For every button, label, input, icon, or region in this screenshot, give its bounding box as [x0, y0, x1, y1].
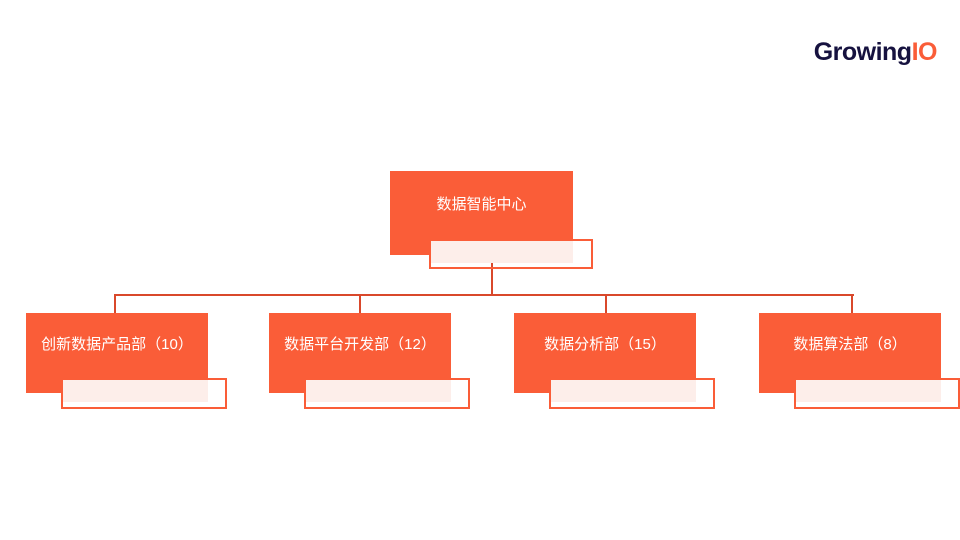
org-node-child-4-ghost-outline: [794, 378, 960, 409]
org-node-child-1-label: 创新数据产品部（10）: [41, 336, 193, 353]
logo-text-growing: Growing: [813, 38, 912, 66]
org-node-child-3-ghost-outline: [549, 378, 715, 409]
org-node-child-2-wash: [306, 380, 451, 402]
connector-horizontal-bus: [114, 294, 854, 296]
org-node-child-1[interactable]: 创新数据产品部（10）: [26, 313, 266, 413]
connector-drop-4: [851, 294, 853, 314]
connector-drop-2: [359, 294, 361, 314]
org-node-child-3-wash: [551, 380, 696, 402]
org-node-child-3-label: 数据分析部（15）: [544, 336, 666, 353]
org-node-child-4[interactable]: 数据算法部（8）: [759, 313, 960, 413]
connector-drop-3: [605, 294, 607, 314]
org-node-child-2-label: 数据平台开发部（12）: [284, 336, 436, 353]
org-node-root-wash: [431, 241, 573, 263]
connector-drop-1: [114, 294, 116, 314]
org-node-child-2[interactable]: 数据平台开发部（12）: [269, 313, 509, 413]
org-node-child-1-ghost-outline: [61, 378, 227, 409]
org-node-root-label: 数据智能中心: [436, 196, 527, 213]
org-node-root[interactable]: 数据智能中心: [390, 171, 630, 271]
org-node-child-4-wash: [796, 380, 941, 402]
org-node-child-4-label: 数据算法部（8）: [793, 336, 907, 353]
org-node-root-ghost-outline: [429, 239, 593, 269]
org-node-child-2-ghost-outline: [304, 378, 470, 409]
connector-root-stem: [491, 255, 493, 295]
logo-text-io: IO: [911, 38, 938, 66]
growingio-logo: GrowingIO: [813, 38, 938, 66]
org-node-child-3[interactable]: 数据分析部（15）: [514, 313, 754, 413]
org-node-child-1-wash: [63, 380, 208, 402]
